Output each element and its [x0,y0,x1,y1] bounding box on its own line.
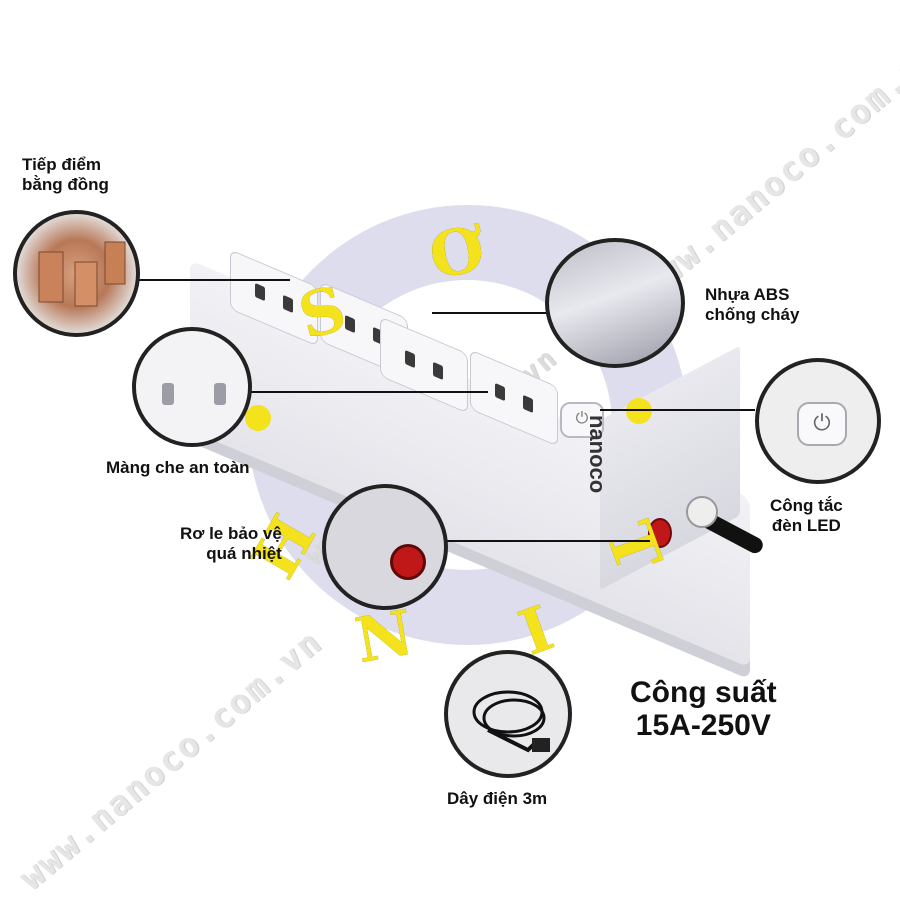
callout-led-switch: ⏻ [755,358,881,484]
leader-line-switch [600,409,755,411]
watermark-letter-o: Ơ [423,211,490,294]
safety-shutter-illustration [162,383,226,405]
power-icon: ⏻ [797,402,847,446]
callout-copper-contact [13,210,140,337]
leader-line-copper [138,279,290,281]
socket-pin-hole [255,282,265,302]
power-rating-text: Công suất 15A-250V [630,676,777,742]
watermark-letter-n-bottom: N [350,595,419,678]
coiled-cord-illustration [472,690,550,753]
socket-pin-hole [495,382,505,402]
label-copper-contact: Tiếp điểm bằng đồng [22,155,109,194]
socket-pin-hole [523,394,533,414]
cord-entry-port [686,496,718,528]
leader-line-shutter [244,391,488,393]
label-thermal-relay: Rơ le bảo vệ quá nhiệt [180,524,282,563]
relay-red-button [390,544,426,580]
label-power-cord: Dây điện 3m [447,789,548,808]
yellow-dot-right [626,398,652,424]
callout-abs-plastic [545,238,685,368]
callout-safety-shutter [132,327,252,447]
socket-pin-hole [283,294,293,314]
callout-power-cord [444,650,572,778]
thermal-relay-button [648,518,672,548]
label-safety-shutter: Màng che an toàn [106,458,250,477]
label-led-switch: Công tắc đèn LED [770,496,843,535]
socket-pin-hole [433,361,443,381]
label-led-switch-text: Công tắc đèn LED [770,496,843,535]
yellow-dot-left [245,405,271,431]
label-copper-contact-text: Tiếp điểm bằng đồng [22,155,109,194]
power-rating: Công suất 15A-250V [630,676,777,742]
label-abs-plastic-text: Nhựa ABS chống cháy [705,285,800,324]
led-switch-button: ⏻ [560,402,604,438]
socket-pin-hole [405,349,415,369]
copper-contact-illustration [38,241,126,307]
leader-line-relay [445,540,650,542]
leader-line-abs [432,312,548,314]
watermark-text-bottom-left: www.nanoco.com.vn [11,621,331,899]
brand-logo: nanoco [585,415,610,494]
label-thermal-relay-text: Rơ le bảo vệ quá nhiệt [180,524,282,563]
callout-thermal-relay [322,484,448,610]
label-abs-plastic: Nhựa ABS chống cháy [705,285,799,324]
power-icon: ⏻ [575,410,589,427]
